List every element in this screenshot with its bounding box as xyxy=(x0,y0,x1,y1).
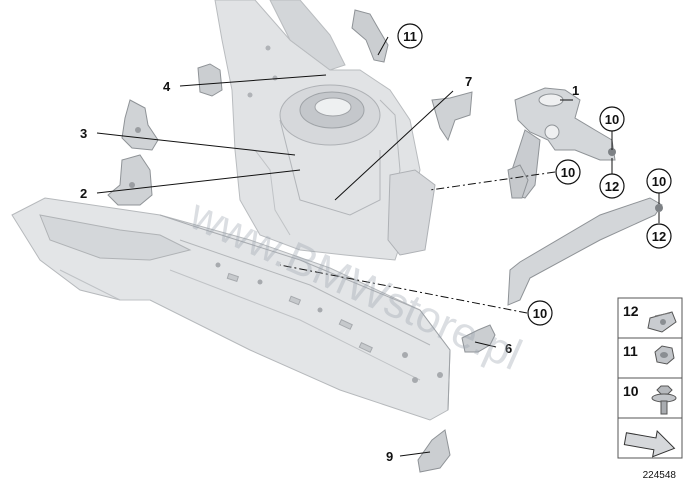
small-bracket-10 xyxy=(507,164,529,199)
callout-12b-label: 12 xyxy=(652,229,666,244)
callout-10c-label: 10 xyxy=(652,174,666,189)
callout-10d-label: 10 xyxy=(533,306,547,321)
callout-9: 9 xyxy=(386,449,393,464)
front-side-member xyxy=(11,197,451,421)
callout-10b-label: 10 xyxy=(561,165,575,180)
leader-lines xyxy=(96,36,660,457)
callout-11-label: 11 xyxy=(403,29,417,44)
callout-4-label: 4 xyxy=(163,79,171,94)
callout-6-label: 6 xyxy=(505,341,512,356)
legend-label-10: 10 xyxy=(623,383,639,399)
callout-10b: 10 xyxy=(555,159,581,185)
legend-row-12: 12 xyxy=(617,297,683,339)
callout-11: 11 xyxy=(397,23,423,49)
strut-brace xyxy=(507,197,663,306)
callout-9-label: 9 xyxy=(386,449,393,464)
callout-10c: 10 xyxy=(646,168,672,194)
legend-row-11: 11 xyxy=(617,337,683,379)
wheel-arch-structure xyxy=(214,0,436,261)
flange-bolt-icon xyxy=(651,385,677,415)
callout-2: 2 xyxy=(80,186,87,201)
bracket-part-3 xyxy=(121,99,159,151)
bracket-part-11 xyxy=(351,9,389,63)
callout-3: 3 xyxy=(80,126,87,141)
callouts: 1 2 3 4 6 7 9 11 10 10 xyxy=(80,23,672,464)
bracket-part-9 xyxy=(417,429,451,473)
callout-10a-label: 10 xyxy=(605,112,619,127)
reference-number: 224548 xyxy=(643,470,677,481)
bracket-part-4 xyxy=(197,63,223,97)
legend-row-10: 10 xyxy=(617,377,683,419)
callout-6: 6 xyxy=(505,341,512,356)
direction-arrow-icon xyxy=(623,430,676,458)
spring-clip-nut-icon xyxy=(647,311,677,333)
bracket-part-7 xyxy=(431,91,473,142)
callout-12a: 12 xyxy=(599,173,625,199)
callout-7: 7 xyxy=(465,74,472,89)
legend-row-arrow xyxy=(617,417,683,459)
callout-1-label: 1 xyxy=(572,83,579,98)
fastener-legend: 12 11 10 xyxy=(617,297,683,459)
callout-7-label: 7 xyxy=(465,74,472,89)
legend-label-11: 11 xyxy=(623,343,638,359)
callout-12b: 12 xyxy=(646,223,672,249)
callout-10a: 10 xyxy=(599,106,625,132)
bracket-part-2 xyxy=(107,154,153,206)
callout-1: 1 xyxy=(572,83,579,98)
callout-3-label: 3 xyxy=(80,126,87,141)
callout-10d: 10 xyxy=(527,300,553,326)
callout-2-label: 2 xyxy=(80,186,87,201)
legend-label-12: 12 xyxy=(623,303,639,319)
callout-12a-label: 12 xyxy=(605,179,619,194)
callout-4: 4 xyxy=(163,79,171,94)
hex-nut-icon xyxy=(654,345,675,365)
